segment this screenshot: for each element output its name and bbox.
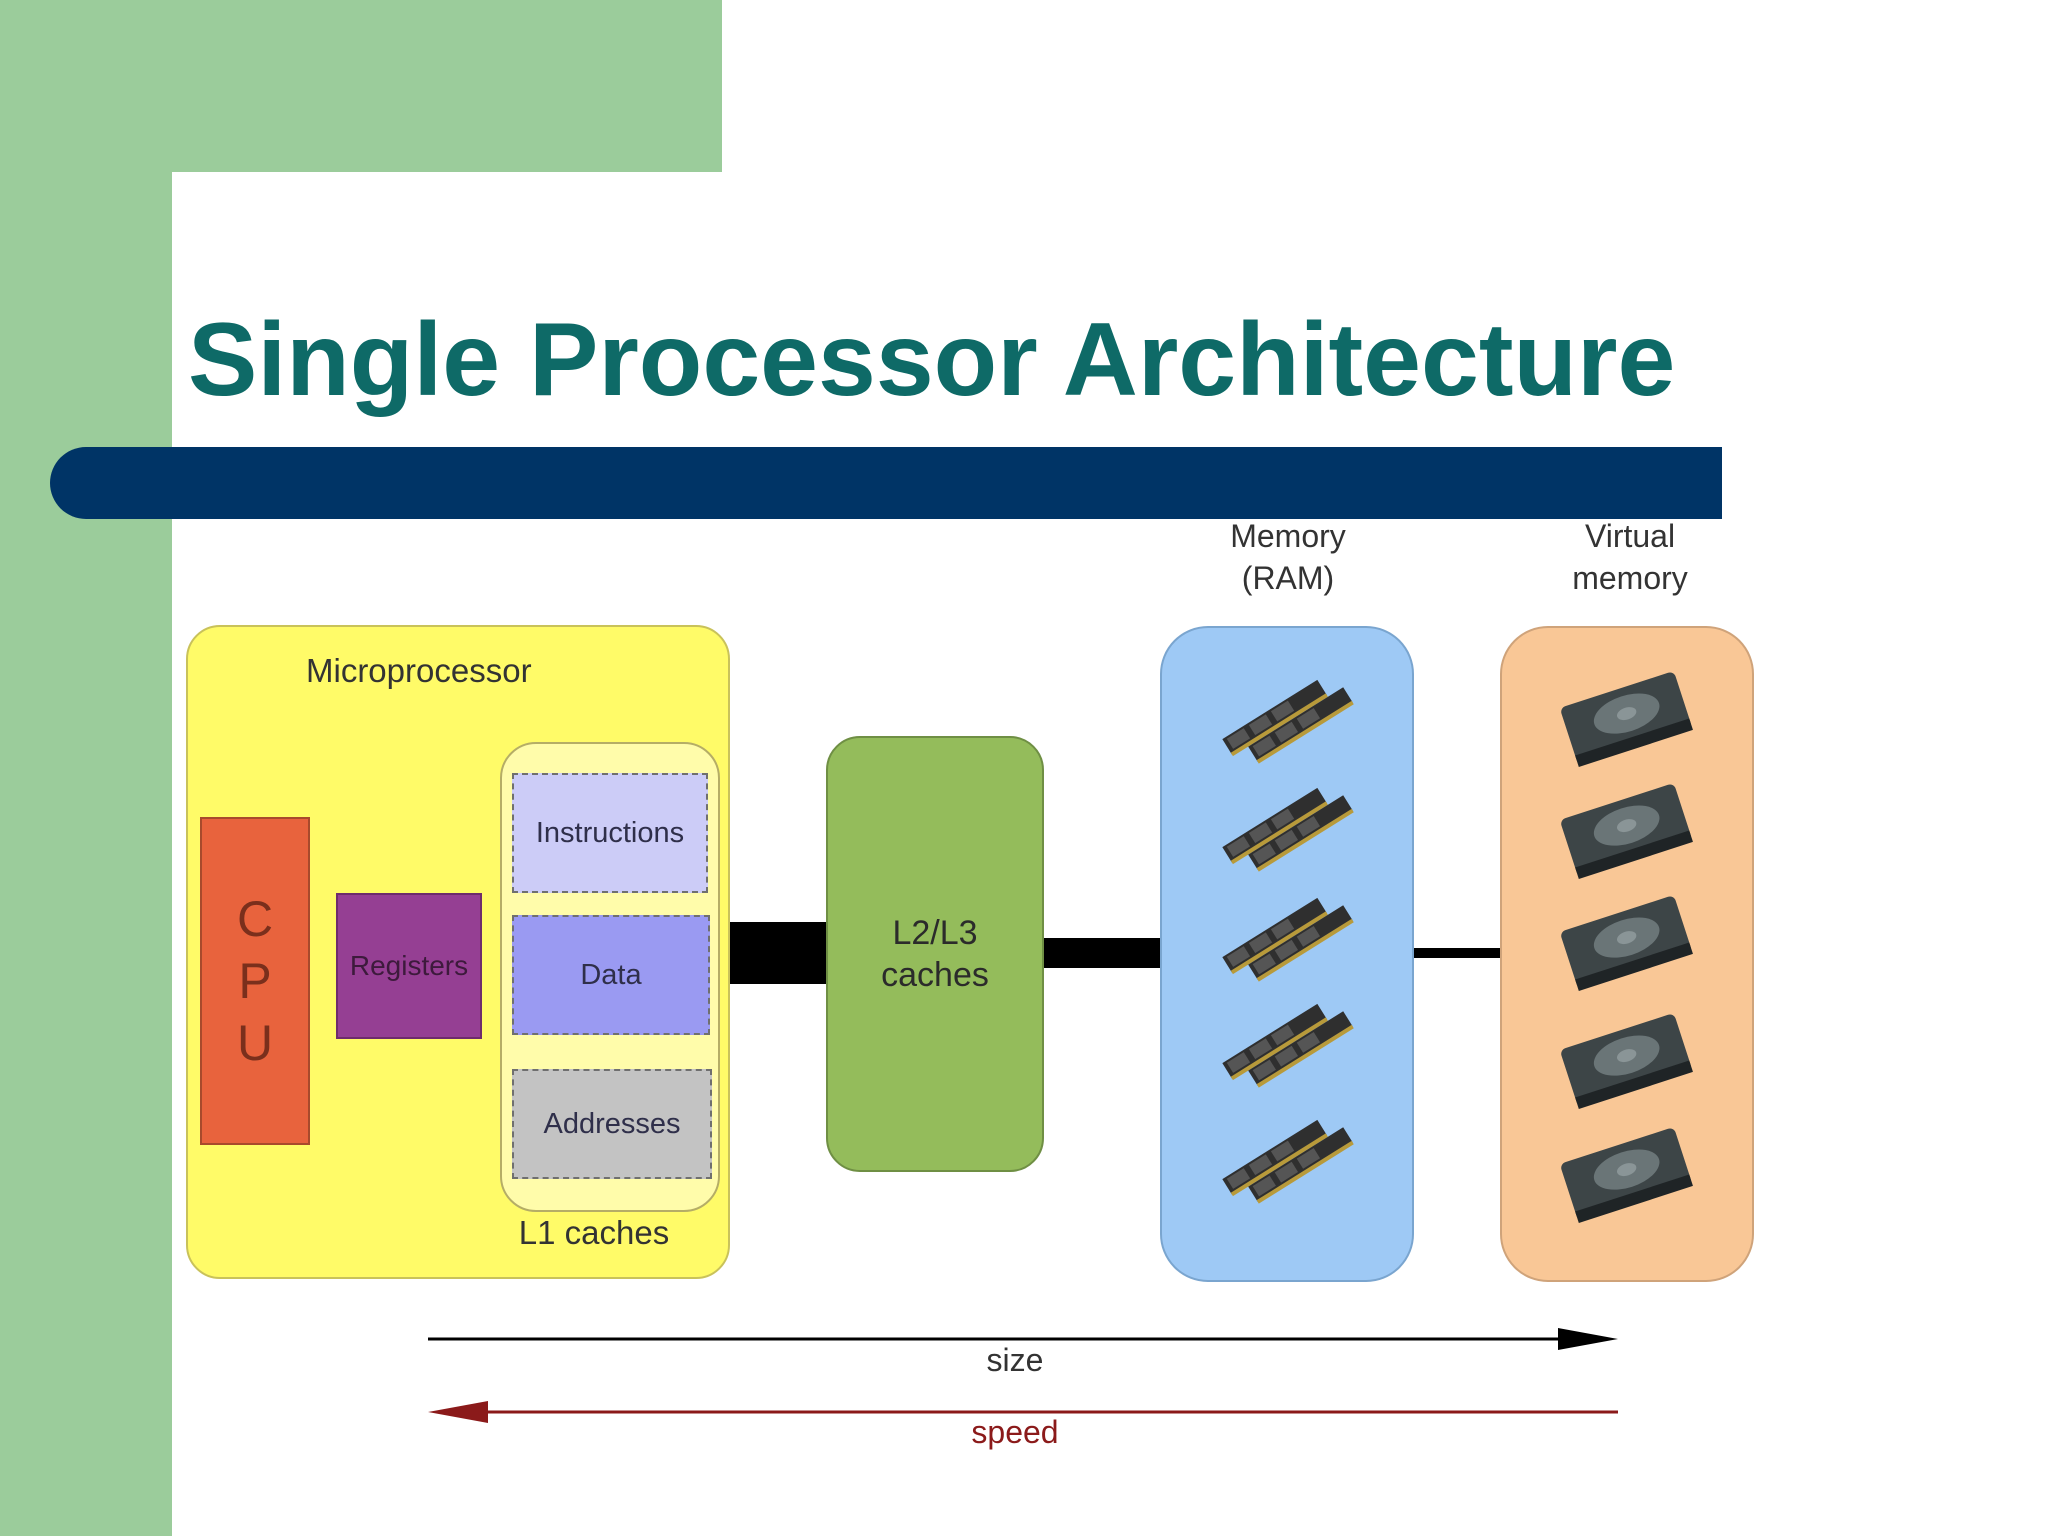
l2l3-label-line2: caches [881, 956, 989, 994]
ram-heading: Memory (RAM) [1192, 516, 1384, 599]
speed-label: speed [971, 1414, 1059, 1450]
speed-arrow [428, 1401, 1618, 1423]
l1-data-cache: Data [512, 915, 710, 1035]
title-underline-bar [50, 447, 1722, 519]
ram-module-icon [1222, 787, 1354, 872]
cpu-letter-c: C [236, 891, 274, 947]
l2-ram-connector [1042, 938, 1162, 968]
hard-disk-icon [1561, 672, 1693, 767]
l2l3-label-line1: L2/L3 [892, 913, 978, 952]
l1-caches-label: L1 caches [518, 1214, 670, 1251]
vm-heading-line2: memory [1572, 559, 1688, 596]
hard-disk-icon [1561, 1128, 1693, 1223]
l1-instructions-cache: Instructions [512, 773, 708, 893]
ram-module-icon [1222, 1003, 1354, 1088]
slide-title: Single Processor Architecture [188, 302, 1676, 418]
hard-disk-icon [1561, 1014, 1693, 1109]
l1-addresses-cache: Addresses [512, 1069, 712, 1179]
virtual-memory-heading: Virtual memory [1534, 516, 1726, 599]
microprocessor-label: Microprocessor [306, 652, 532, 689]
green-side-bar [0, 0, 172, 1536]
ram-heading-line1: Memory [1230, 518, 1346, 554]
registers-block: Registers [336, 893, 482, 1039]
cpu-block: C P U [200, 817, 310, 1145]
cpu-letter-p: P [238, 953, 272, 1009]
size-arrow [428, 1328, 1618, 1350]
size-label: size [986, 1342, 1044, 1378]
ram-module-icon [1222, 679, 1354, 764]
vm-heading-line1: Virtual [1584, 518, 1676, 554]
ram-module-icon [1222, 897, 1354, 982]
ram-vm-connector [1412, 948, 1502, 958]
cpu-letter-u: U [236, 1015, 274, 1071]
hard-disk-icon [1561, 896, 1693, 991]
l2l3-cache-block: L2/L3 caches [826, 736, 1044, 1172]
ram-heading-line2: (RAM) [1241, 559, 1335, 596]
hard-disk-icon [1561, 784, 1693, 879]
ram-module-icon [1222, 1119, 1354, 1204]
l1-l2-connector [728, 922, 828, 984]
